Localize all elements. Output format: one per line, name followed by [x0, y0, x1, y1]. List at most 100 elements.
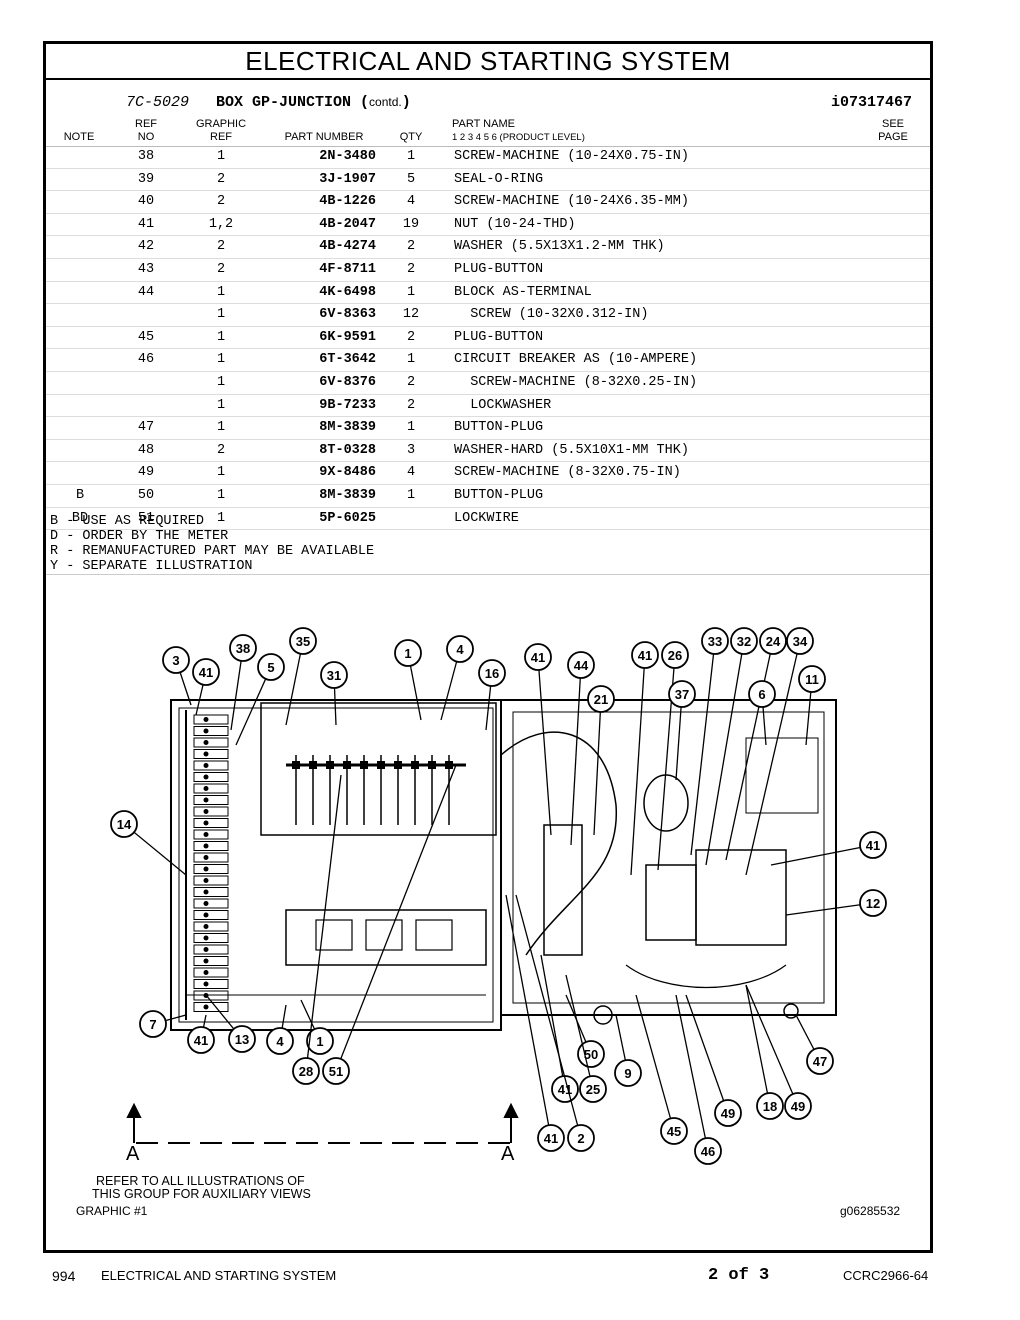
terminal [193, 864, 229, 874]
callout-leader [593, 698, 602, 836]
section-arrowhead-left [126, 1102, 142, 1118]
callout-circle [660, 1117, 688, 1145]
terminal [193, 749, 229, 759]
cell-part-name: SCREW-MACHINE (10-24X0.75-IN) [454, 149, 689, 164]
callout-label: 21 [594, 692, 608, 707]
callout-leader [690, 640, 716, 856]
col-graphic-top: GRAPHIC [195, 118, 247, 130]
callout-circle [859, 889, 887, 917]
left-enclosure [170, 699, 502, 1031]
callout-label: 45 [667, 1124, 681, 1139]
callout-circle [730, 627, 758, 655]
cell-part-number: 6K-9591 [319, 329, 376, 345]
callout-leader [745, 984, 771, 1107]
callout-circle [187, 1026, 215, 1054]
group-header: 7C-5029 BOX GP-JUNCTION (contd.) i073174… [46, 94, 930, 116]
cell-part-number: 8M-3839 [319, 487, 376, 503]
cell-qty: 1 [406, 487, 416, 503]
terminal-screw [203, 981, 209, 987]
contactor [645, 864, 697, 941]
callout-label: 41 [199, 665, 213, 680]
graphic-id: g06285532 [840, 1204, 901, 1218]
terminal-screw [203, 797, 209, 803]
terminal-screw [203, 740, 209, 745]
relay [365, 919, 403, 951]
callout-leader [630, 654, 646, 876]
callout-leader [335, 764, 457, 1072]
cell-ref-no: 47 [137, 420, 155, 436]
cell-qty: 2 [406, 261, 416, 277]
label-plate [745, 737, 819, 814]
callout-circle [567, 651, 595, 679]
callout-circle [748, 680, 776, 708]
group-name: BOX GP-JUNCTION (contd.) [216, 94, 411, 111]
callout-circle [192, 658, 220, 686]
cell-graphic-ref: 2 [216, 239, 226, 255]
callout-circle [577, 1040, 605, 1068]
terminal-screw [203, 947, 209, 952]
rail-terminal [309, 761, 317, 769]
cell-qty: 1 [406, 149, 416, 164]
terminal-screw [203, 809, 209, 814]
callout-leader [745, 640, 801, 876]
callout-label: 49 [791, 1099, 805, 1114]
callout-circle [524, 643, 552, 671]
rail-terminal [394, 761, 402, 769]
section-label-right: A [501, 1143, 515, 1165]
callout-circle [668, 680, 696, 708]
col-graphic-bottom: REF [210, 131, 232, 143]
callout-circle [694, 1137, 722, 1165]
terminal [193, 737, 229, 748]
callout-label: 46 [701, 1144, 715, 1159]
cell-part-name: CIRCUIT BREAKER AS (10-AMPERE) [454, 352, 698, 368]
cell-ref-no: 48 [137, 442, 155, 458]
plug-button-right [783, 1003, 799, 1019]
terminal-block [543, 824, 583, 956]
cell-ref-no: 44 [137, 284, 155, 300]
callout-circle [587, 685, 615, 713]
callout-label: 31 [327, 668, 341, 683]
cell-ref-no: 45 [137, 329, 155, 345]
plug-button-left [593, 1005, 613, 1025]
terminal-strip [185, 710, 229, 1020]
page-title: ELECTRICAL AND STARTING SYSTEM [46, 44, 930, 80]
cell-ref-no: 50 [137, 487, 155, 503]
section-line [126, 1102, 519, 1144]
terminal [193, 852, 229, 863]
callout-label: 28 [299, 1064, 313, 1079]
callout-circle [306, 1027, 334, 1055]
callout-leader [537, 656, 552, 836]
cell-graphic-ref: 1 [216, 420, 226, 436]
callout-circle [614, 1059, 642, 1087]
cell-part-name: PLUG-BUTTON [454, 261, 544, 277]
contd-label: contd. [369, 95, 402, 109]
callout-leader [515, 894, 582, 1139]
terminal-screw [203, 866, 209, 872]
callout-leader [770, 844, 874, 866]
cell-part-number: 6V-8363 [319, 307, 376, 323]
callout-label: 37 [675, 687, 689, 702]
terminal-screw [203, 728, 209, 734]
terminal [193, 979, 229, 989]
callout-leader [305, 774, 342, 1072]
cell-graphic-ref: 2 [216, 171, 226, 187]
callout-label: 41 [866, 838, 880, 853]
notes-list: B - USE AS REQUIRED D - ORDER BY THE MET… [50, 514, 374, 574]
terminal-screw [203, 1004, 209, 1010]
callout-leader [685, 994, 729, 1114]
section-arrowhead-right [503, 1102, 519, 1118]
cell-part-number: 9X-8486 [319, 465, 376, 481]
callout-circle [759, 627, 787, 655]
col-part-number: PART NUMBER [284, 131, 364, 143]
cell-part-name: LOCKWASHER [454, 397, 552, 413]
callout-label: 25 [586, 1082, 600, 1097]
terminal [193, 783, 229, 794]
